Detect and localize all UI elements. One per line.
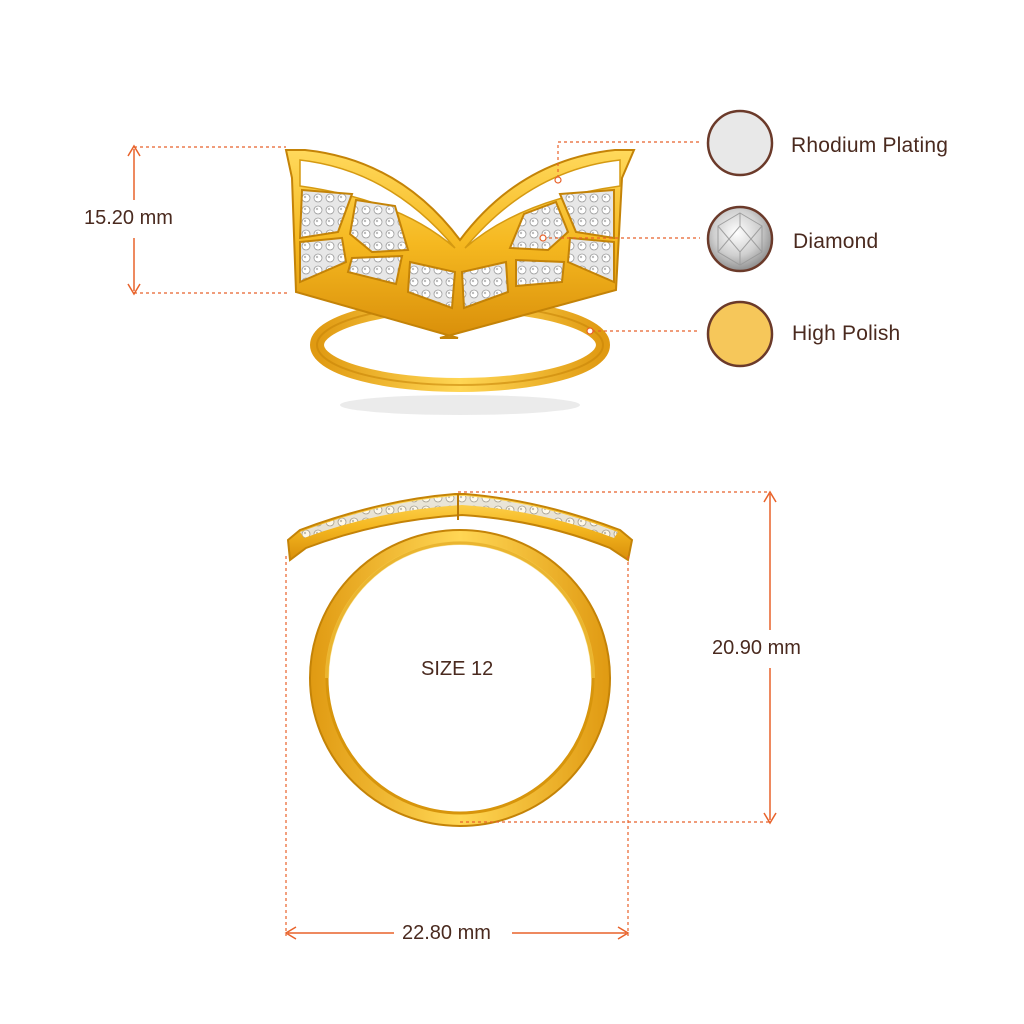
dimension-height-side-label: 20.90 mm [708,636,805,660]
high-polish-swatch-icon [706,300,774,368]
right-wing-diamonds [460,188,615,310]
dim-arrow-up-icon [763,490,777,503]
dim-arrow-up-icon [127,144,141,157]
ring-size-label: SIZE 12 [421,658,494,680]
legend-diamond-label: Diamond [793,230,879,253]
rhodium-swatch-icon [706,109,774,177]
dim-arrow-right-icon [617,926,630,940]
ring-side-view [286,493,634,827]
leader-dot-icon [554,176,562,184]
dim-arrow-left-icon [284,926,297,940]
leader-dot-icon [586,327,594,335]
dim-arrow-down-icon [763,812,777,825]
legend-swatches [706,109,774,368]
ring-top-view [284,149,636,415]
left-wing-diamonds [298,188,457,310]
dimension-width-label: 22.80 mm [398,921,495,945]
leader-rhodium [557,141,700,178]
legend-high-polish-label: High Polish [792,322,901,345]
dimension-lines [127,141,777,940]
dimension-height-top-label: 15.20 mm [80,206,177,230]
dim-arrow-down-icon [127,283,141,296]
leader-dot-icon [539,234,547,242]
legend-rhodium-label: Rhodium Plating [791,134,949,157]
